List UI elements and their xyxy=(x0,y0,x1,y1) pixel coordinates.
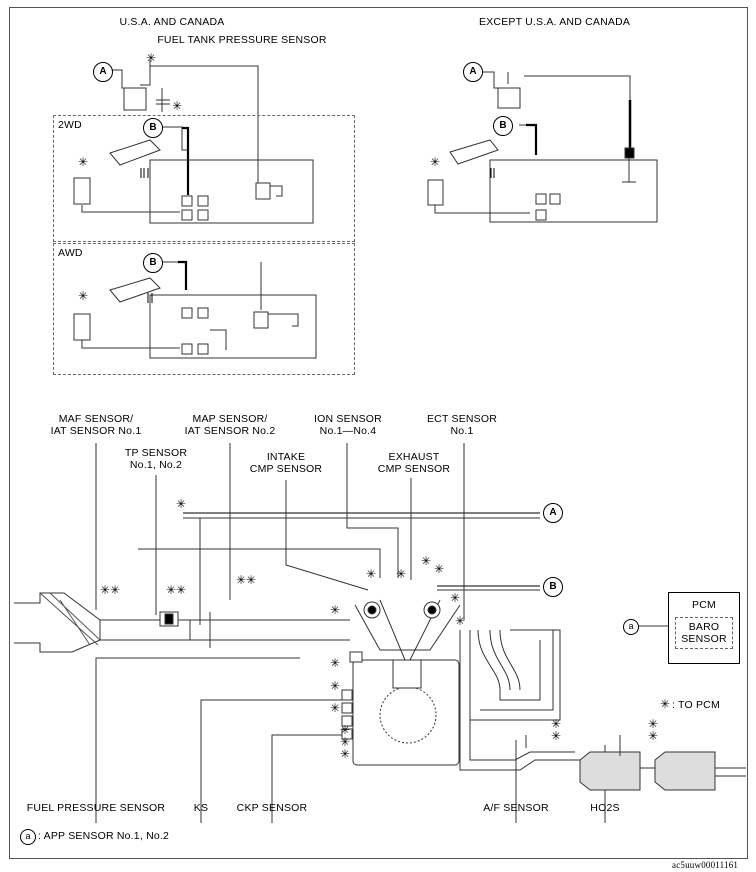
legend-asterisk: ✳ xyxy=(660,697,671,711)
asterisk-marker: ✳ xyxy=(421,554,432,568)
pcm-connector-a: a xyxy=(623,619,639,635)
connector-b-awd: B xyxy=(143,253,163,273)
ect-sensor-label: ECT SENSOR No.1 xyxy=(426,413,498,437)
asterisk-marker: ✳ xyxy=(648,717,659,731)
asterisk-marker: ✳ xyxy=(551,717,562,731)
af-sensor-label: A/F SENSOR xyxy=(483,802,549,814)
usa-canada-heading: U.S.A. AND CANADA xyxy=(119,16,225,28)
except-usa-heading: EXCEPT U.S.A. AND CANADA xyxy=(479,16,631,28)
figure-code: ac5uuw00011161 xyxy=(672,860,739,870)
asterisk-marker: ✳ xyxy=(450,591,461,605)
ho2s-label: HO2S xyxy=(590,802,620,814)
asterisk-marker: ✳ xyxy=(176,583,187,597)
connector-b-main: B xyxy=(543,577,563,597)
fuel-tank-pressure-sensor-label: FUEL TANK PRESSURE SENSOR xyxy=(157,34,327,46)
ckp-sensor-label: CKP SENSOR xyxy=(236,802,308,814)
ks-label: KS xyxy=(193,802,209,814)
usa-awd-diagram xyxy=(73,260,317,359)
pcm-title: PCM xyxy=(692,599,716,611)
connector-a-usa: A xyxy=(93,62,113,82)
usa-2wd-box xyxy=(53,115,355,242)
main-engine-diagram xyxy=(14,443,746,823)
connector-a-except: A xyxy=(463,62,483,82)
exhaust-cmp-sensor-label: EXHAUST CMP SENSOR xyxy=(377,451,451,475)
asterisk-marker: ✳ xyxy=(340,747,351,761)
asterisk-marker: ✳ xyxy=(110,583,121,597)
legend-app-circle: a xyxy=(20,829,36,845)
asterisk-marker: ✳ xyxy=(176,497,187,511)
asterisk-marker: ✳ xyxy=(236,573,247,587)
fuel-pressure-sensor-label: FUEL PRESSURE SENSOR xyxy=(26,802,166,814)
asterisk-marker: ✳ xyxy=(434,562,445,576)
variant-2wd-label: 2WD xyxy=(58,119,82,131)
maf-sensor-label: MAF SENSOR/ IAT SENSOR No.1 xyxy=(50,413,142,437)
asterisk-marker: ✳ xyxy=(330,679,341,693)
intake-cmp-sensor-label: INTAKE CMP SENSOR xyxy=(249,451,323,475)
asterisk-marker: ✳ xyxy=(100,583,111,597)
asterisk-marker: ✳ xyxy=(172,99,183,113)
asterisk-marker: ✳ xyxy=(330,603,341,617)
connector-a-main: A xyxy=(543,503,563,523)
ion-sensor-label: ION SENSOR No.1—No.4 xyxy=(314,413,382,437)
asterisk-marker: ✳ xyxy=(146,51,157,65)
asterisk-marker: ✳ xyxy=(551,729,562,743)
asterisk-marker: ✳ xyxy=(396,567,407,581)
legend-to-pcm: : TO PCM xyxy=(672,699,720,711)
asterisk-marker: ✳ xyxy=(330,701,341,715)
baro-sensor-label: BARO SENSOR xyxy=(675,617,733,649)
asterisk-marker: ✳ xyxy=(366,567,377,581)
diagram-frame xyxy=(9,7,748,859)
pcm-box: PCM BARO SENSOR xyxy=(668,592,740,664)
except-usa-diagram xyxy=(427,71,658,223)
connector-b-2wd: B xyxy=(143,118,163,138)
asterisk-marker: ✳ xyxy=(455,614,466,628)
asterisk-marker: ✳ xyxy=(246,573,257,587)
asterisk-marker: ✳ xyxy=(78,289,89,303)
asterisk-marker: ✳ xyxy=(430,155,441,169)
asterisk-marker: ✳ xyxy=(340,735,351,749)
asterisk-marker: ✳ xyxy=(78,155,89,169)
asterisk-marker: ✳ xyxy=(166,583,177,597)
asterisk-marker: ✳ xyxy=(340,723,351,737)
map-sensor-label: MAP SENSOR/ IAT SENSOR No.2 xyxy=(184,413,276,437)
asterisk-marker: ✳ xyxy=(648,729,659,743)
usa-awd-box xyxy=(53,243,355,375)
variant-awd-label: AWD xyxy=(58,247,83,259)
legend-app-sensor: : APP SENSOR No.1, No.2 xyxy=(38,830,170,842)
usa-2wd-diagram xyxy=(73,126,314,224)
connector-b-except: B xyxy=(493,116,513,136)
tp-sensor-label: TP SENSOR No.1, No.2 xyxy=(124,447,188,471)
asterisk-marker: ✳ xyxy=(330,656,341,670)
